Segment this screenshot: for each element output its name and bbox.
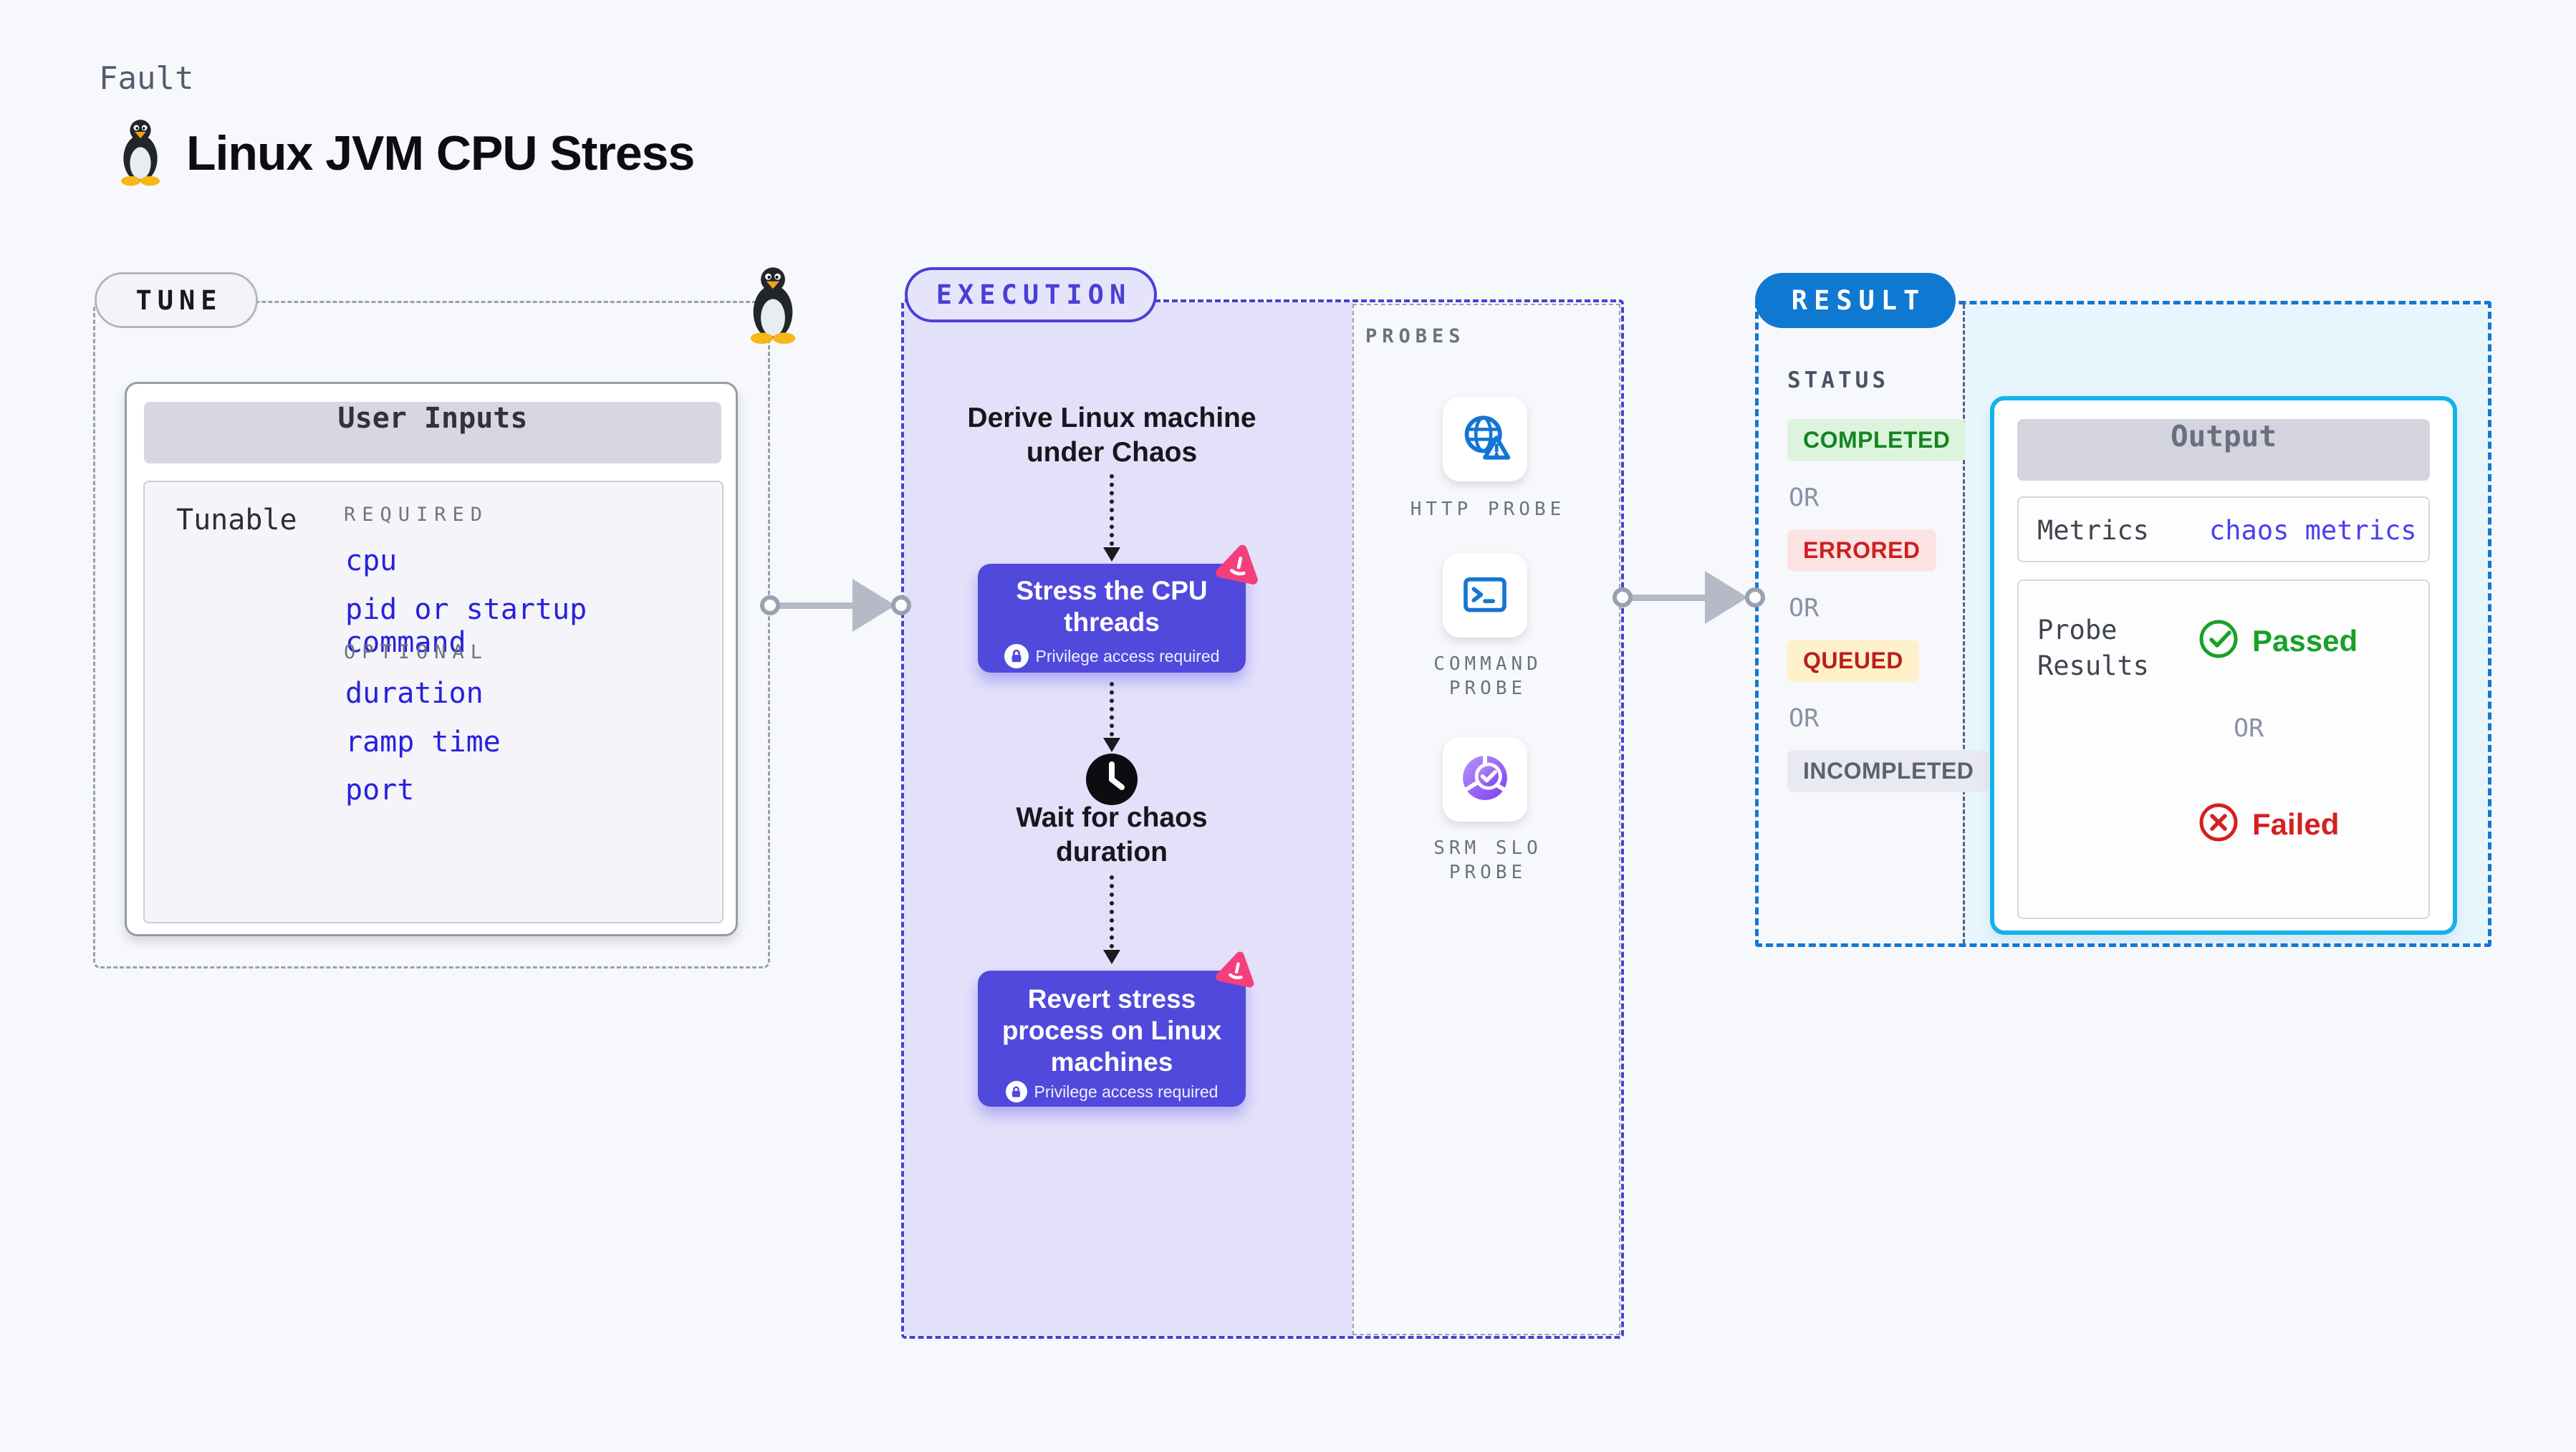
tunable-link[interactable]: cpu <box>345 544 398 577</box>
tunable-link[interactable]: duration <box>345 677 484 710</box>
connector-line <box>1630 595 1708 601</box>
connector-arrowhead <box>1705 571 1748 624</box>
linux-tux-icon <box>742 264 804 347</box>
status-badge-errored: ERRORED <box>1787 529 1936 572</box>
connector-arrowhead <box>852 579 895 632</box>
lock-icon <box>1005 1081 1027 1102</box>
user-inputs-card: User Inputs Tunable REQUIRED cpu pid or … <box>125 382 738 936</box>
command-probe-label: COMMAND PROBE <box>1433 653 1542 699</box>
revert-stress-label: Revert stress process on Linux machines <box>1001 984 1222 1077</box>
execution-pill-label: EXECUTION <box>936 279 1132 310</box>
result-pill-label: RESULT <box>1791 285 1926 316</box>
tunables-panel: Tunable REQUIRED cpu pid or startup comm… <box>143 481 724 923</box>
execution-pill: EXECUTION <box>905 267 1157 322</box>
step-wait-text: Wait for chaos duration <box>1016 802 1208 867</box>
tunable-row-label: Tunable <box>176 504 297 537</box>
srm-slo-probe-label: SRM SLO PROBE <box>1433 837 1542 883</box>
linux-tux-icon <box>115 116 166 190</box>
or-label: OR <box>2234 714 2264 743</box>
result-pill: RESULT <box>1755 273 1956 328</box>
revert-stress-node[interactable]: Revert stress process on Linux machines … <box>978 971 1246 1107</box>
flow-arrow <box>1110 474 1114 546</box>
command-probe-card <box>1443 553 1527 638</box>
probe-result-failed: Failed <box>2198 802 2339 847</box>
probe-result-passed: Passed <box>2198 618 2358 663</box>
probe-results-row: Probe Results Passed OR <box>2017 580 2430 919</box>
clock-icon <box>1085 753 1138 806</box>
page-header: Linux JVM CPU Stress <box>115 116 695 190</box>
srm-slo-probe-card <box>1443 737 1527 822</box>
status-badge-queued: QUEUED <box>1787 640 1919 682</box>
execution-section-box <box>901 299 1624 1339</box>
slo-donut-icon <box>1458 751 1512 809</box>
http-probe-card <box>1443 397 1527 481</box>
or-label: OR <box>1789 594 1820 622</box>
probes-label: PROBES <box>1365 325 1466 347</box>
x-circle-icon <box>2198 802 2239 847</box>
lock-icon <box>1004 644 1029 668</box>
required-group-label: REQUIRED <box>344 504 489 526</box>
or-label: OR <box>1789 484 1820 512</box>
output-card: Output Metrics chaos metrics Probe Resul… <box>1990 396 2457 935</box>
status-badge-completed: COMPLETED <box>1787 419 1966 461</box>
flow-arrowhead <box>1103 738 1120 752</box>
failed-label: Failed <box>2252 807 2340 841</box>
step-derive-text: Derive Linux machine under Chaos <box>967 403 1256 468</box>
tune-section-box <box>93 301 770 968</box>
tunable-link[interactable]: ramp time <box>345 726 501 759</box>
privilege-note: Privilege access required <box>1035 646 1220 665</box>
probe-results-label: Probe Results <box>2037 615 2149 681</box>
user-inputs-title: User Inputs <box>144 402 721 463</box>
metrics-row: Metrics chaos metrics <box>2017 496 2430 562</box>
probes-section-box: PROBES HTTP PROBE <box>1352 304 1620 1335</box>
tunable-link[interactable]: port <box>345 774 415 807</box>
metrics-value-link[interactable]: chaos metrics <box>2209 515 2417 546</box>
flow-arrowhead <box>1103 547 1120 562</box>
globe-alert-icon <box>1458 411 1512 468</box>
result-section-box: STATUS COMPLETED OR ERRORED OR QUEUED OR… <box>1755 301 2491 947</box>
execution-lane <box>904 302 1352 1336</box>
or-label: OR <box>1789 704 1820 733</box>
chaos-flask-icon <box>1211 539 1267 597</box>
optional-group-label: OPTIONAL <box>344 641 489 663</box>
connector-node <box>1745 587 1765 607</box>
chaos-flask-icon <box>1211 946 1261 999</box>
tunable-link[interactable]: pid or startup command <box>345 593 587 659</box>
connector-node <box>760 595 780 615</box>
status-column-label: STATUS <box>1787 367 1889 393</box>
terminal-icon <box>1459 568 1511 623</box>
output-title: Output <box>2017 419 2430 481</box>
metrics-label: Metrics <box>2037 515 2149 546</box>
page-title: Linux JVM CPU Stress <box>186 125 695 181</box>
flow-arrow <box>1110 682 1114 736</box>
tune-pill: TUNE <box>95 272 258 328</box>
stress-cpu-label: Stress the CPU threads <box>1016 576 1208 637</box>
tune-pill-label: TUNE <box>135 284 223 316</box>
stress-cpu-node[interactable]: Stress the CPU threads Privilege access … <box>978 564 1246 673</box>
privilege-note: Privilege access required <box>1034 1082 1219 1101</box>
result-divider <box>1963 304 1965 943</box>
http-probe-label: HTTP PROBE <box>1410 499 1566 520</box>
fault-kind-label: Fault <box>99 60 194 97</box>
passed-label: Passed <box>2252 623 2358 658</box>
connector-line <box>778 602 855 609</box>
flow-arrow <box>1110 875 1114 948</box>
status-badge-incompleted: INCOMPLETED <box>1787 750 1990 792</box>
check-circle-icon <box>2198 618 2239 663</box>
connector-node <box>891 595 911 615</box>
flow-arrowhead <box>1103 950 1120 964</box>
connector-node <box>1613 587 1633 607</box>
